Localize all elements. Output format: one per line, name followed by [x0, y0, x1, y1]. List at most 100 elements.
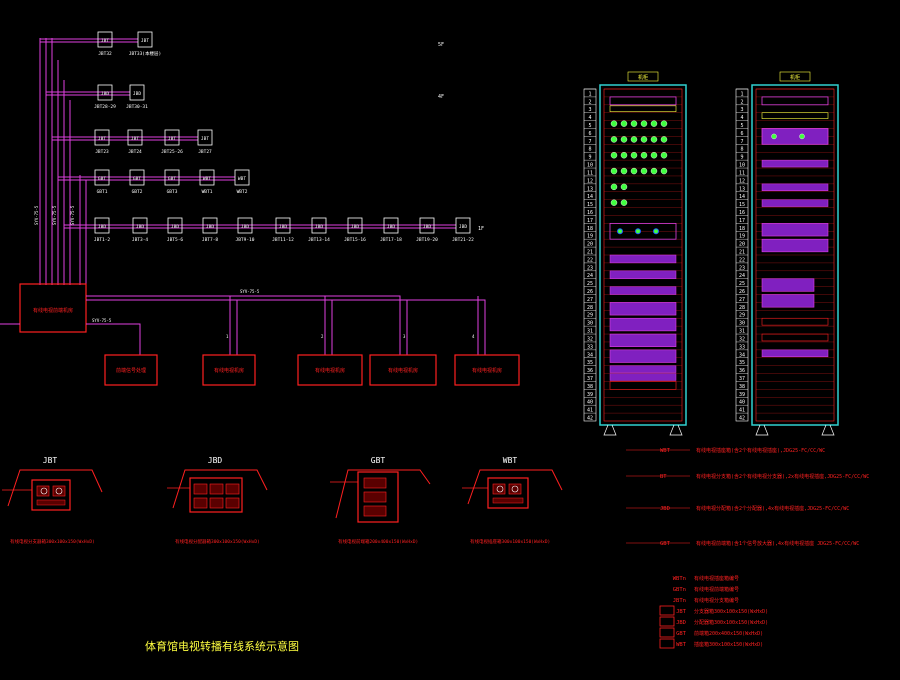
legend-text: 插座箱300x100x150(WxHxD)	[694, 641, 763, 648]
cabinet-box	[129, 169, 145, 186]
unit-number: 22	[739, 257, 745, 263]
unit-number: 31	[587, 329, 593, 335]
cabinet-box	[127, 129, 143, 146]
rack-foot	[603, 424, 617, 436]
unit-number: 5	[740, 123, 743, 129]
cabinet-type: WBT	[238, 176, 246, 182]
cabinet-type: JBT	[141, 38, 149, 44]
cabinet-label: GBT2	[132, 189, 143, 195]
indicator-led	[630, 167, 638, 175]
unit-number: 23	[587, 265, 593, 271]
indicator-led	[650, 167, 658, 175]
cabinet-box	[234, 169, 250, 186]
unit-number: 34	[739, 352, 745, 358]
unit-number: 35	[739, 360, 745, 366]
legend-title: GBT	[371, 456, 386, 465]
unit-number: 39	[587, 392, 593, 398]
outlet-icon	[511, 485, 519, 493]
cabinet-type: GBT	[168, 176, 176, 182]
cabinet-type: JBD	[279, 224, 287, 230]
cabinet-type: WBT	[203, 176, 211, 182]
device-enclosure	[487, 477, 529, 509]
unit-number: 15	[587, 202, 593, 208]
unit-number: 37	[587, 376, 593, 382]
device-module	[209, 483, 224, 495]
legend-text: 有线电视插座箱编号	[694, 575, 739, 582]
unit-number: 19	[587, 234, 593, 240]
bus-line	[86, 323, 141, 355]
legend-swatch	[659, 605, 675, 616]
bus-line	[86, 295, 401, 355]
rack-frame	[751, 84, 839, 426]
cabinet-box	[132, 217, 148, 234]
unit-number: 40	[739, 400, 745, 406]
equipment-label: 有线电视机房	[214, 367, 244, 374]
cabinet-type: JBD	[423, 224, 431, 230]
outlet-icon	[496, 485, 504, 493]
unit-number: 31	[739, 329, 745, 335]
unit-number: 20	[587, 242, 593, 248]
unit-number: 12	[587, 178, 593, 184]
rack-panel	[609, 96, 677, 106]
cabinet-type: GBT	[98, 176, 106, 182]
bus-label: SYV-75-5	[240, 289, 260, 294]
indicator-led	[610, 199, 618, 206]
cabinet-box	[311, 217, 327, 234]
rack-frame	[599, 84, 687, 426]
cabinet-type: JBD	[136, 224, 144, 230]
floor-mark: 4F	[438, 94, 444, 100]
indicator-led	[610, 152, 618, 159]
rack-foot	[755, 424, 769, 436]
unit-number: 5	[588, 123, 591, 129]
cabinet-type: JBD	[98, 224, 106, 230]
device-module	[225, 483, 240, 495]
leader-line	[172, 469, 268, 509]
unit-number: 41	[739, 408, 745, 414]
cabinet-type: JBD	[351, 224, 359, 230]
legend-caption: 有线电视插座箱300x100x150(WxHxD)	[470, 538, 550, 545]
cabinet-label: JBT19-20	[416, 237, 438, 243]
unit-number: 17	[587, 218, 593, 224]
cabinet-label: GBT3	[167, 189, 178, 195]
device-module	[363, 477, 387, 489]
unit-number: 1	[740, 91, 743, 97]
indicator-led	[630, 136, 638, 143]
cabinet-label: JBT24	[128, 149, 142, 155]
rack-panel	[761, 317, 829, 326]
equipment-label: 有线电视机房	[315, 367, 345, 374]
device-module	[492, 497, 524, 504]
unit-number: 25	[739, 281, 745, 287]
unit-number: 35	[587, 360, 593, 366]
legend-key: WBT	[676, 642, 687, 648]
rack-panel	[609, 105, 677, 113]
unit-number: 22	[587, 257, 593, 263]
rack-panel	[609, 254, 677, 264]
unit-number: 26	[587, 289, 593, 295]
rack-panel	[761, 96, 829, 106]
indicator-led	[650, 120, 658, 127]
drawing-title: 体育馆电视转播有线系统示意图	[145, 639, 299, 653]
unit-number: 10	[739, 163, 745, 169]
outlet-icon	[40, 487, 48, 495]
cabinet-label: GBT1	[97, 189, 108, 195]
note-text: 有线电视前端箱(含1个信号放大器),4x有线电视插座 JDG25-FC/CC/W…	[696, 540, 859, 547]
cabinet-box	[94, 169, 110, 186]
legend-text: 分配器箱300x100x150(WxHxD)	[694, 619, 768, 626]
patch-panel	[609, 349, 677, 363]
legend-key: WBTn	[673, 576, 686, 582]
rack-foot	[669, 424, 683, 436]
unit-number: 34	[587, 352, 593, 358]
unit-number: 18	[739, 226, 745, 232]
unit-number: 24	[587, 273, 593, 279]
note-key: WBT	[660, 448, 671, 454]
cabinet-box	[455, 217, 471, 234]
unit-number: 33	[739, 344, 745, 350]
device-module	[193, 483, 208, 495]
note-text: 有线电视插座箱(含2个有线电视插座),JDG25-FC/CC/WC	[696, 447, 825, 454]
device-enclosure	[31, 479, 71, 511]
unit-number: 25	[587, 281, 593, 287]
